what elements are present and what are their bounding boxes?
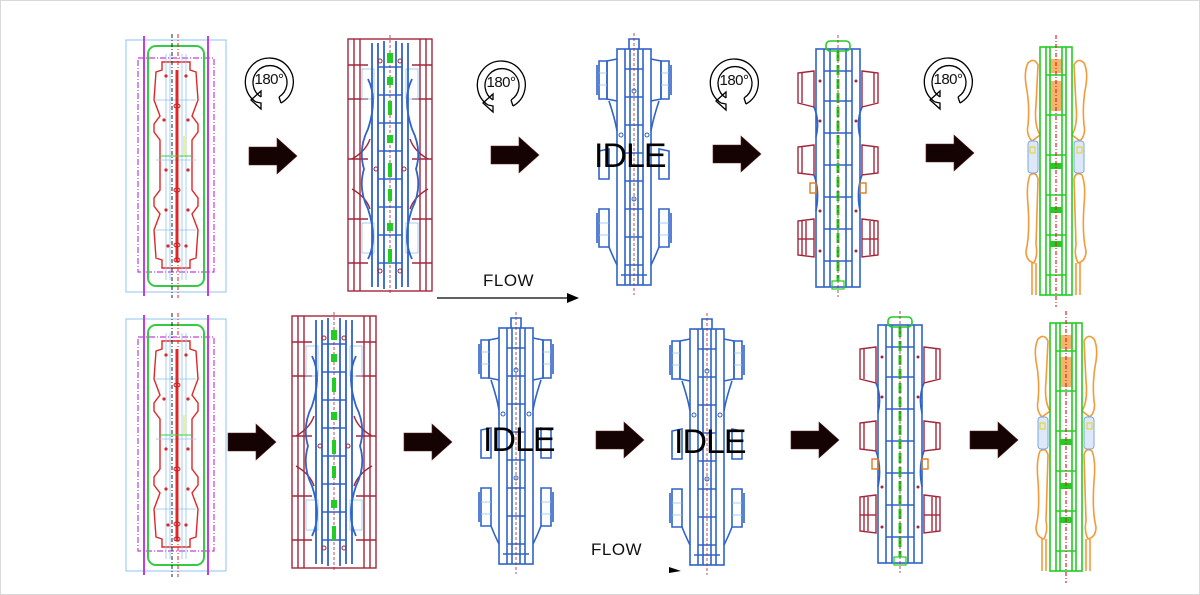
rotation-label: 180° [933, 71, 963, 88]
top-flow-arrow-icon-4 [924, 133, 976, 173]
top-stage-1-blank-layout [124, 32, 228, 300]
bottom-flow-label: FLOW [591, 540, 643, 559]
top-flow-arrow-icon-3 [711, 134, 763, 174]
top-stage-3-trim [593, 32, 675, 296]
bottom-stage-1-blank-layout [124, 311, 228, 579]
rotation-label: 180° [719, 72, 749, 89]
bottom-stage-4-trim [666, 312, 748, 576]
bottom-flow-arrow-icon-3 [594, 420, 646, 460]
bottom-flow-arrow-icon-1 [226, 422, 278, 462]
top-rotate-180-icon-4: 180° [918, 53, 978, 111]
top-stage-2-draw-die [347, 34, 433, 296]
bottom-flow-arrow-icon-2 [402, 422, 454, 462]
top-rotate-180-icon-2: 180° [471, 56, 531, 114]
top-flow-direction-arrow-icon [437, 291, 579, 309]
top-rotate-180-icon-1: 180° [239, 53, 299, 111]
top-rotate-180-icon-3: 180° [704, 54, 764, 112]
bottom-flow-arrow-icon-4 [789, 420, 841, 460]
bottom-flow-arrow-icon-5 [968, 420, 1020, 460]
bottom-flow-direction-arrow-icon [669, 562, 683, 580]
top-flow-arrow-icon-1 [247, 136, 299, 176]
bottom-stage-3-trim [475, 311, 557, 575]
bottom-stage-5-pierce [856, 309, 944, 575]
rotation-label: 180° [486, 74, 516, 91]
top-flow-label: FLOW [483, 271, 535, 290]
bottom-stage-2-draw-die [291, 311, 377, 573]
top-stage-4-pierce [794, 33, 882, 299]
rotation-label: 180° [254, 71, 284, 88]
bottom-stage-6-finished-part [1032, 310, 1100, 584]
top-stage-5-finished-part [1022, 34, 1090, 308]
top-flow-arrow-icon-2 [489, 135, 541, 175]
